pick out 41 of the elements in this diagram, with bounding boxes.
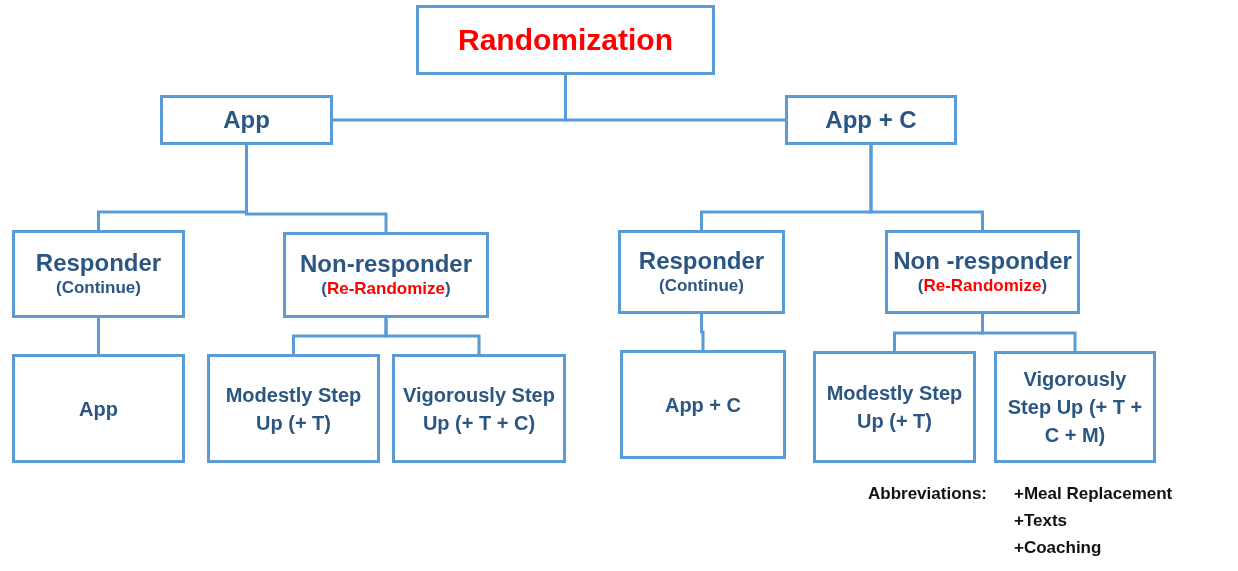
box-label: Non -responder <box>893 246 1072 276</box>
box-label: Vigorously Step Up (+ T + C) <box>402 382 556 436</box>
abbreviation-text: +Meal Replacement <box>1014 484 1173 504</box>
box-label: Responder <box>35 248 162 278</box>
process-box <box>283 232 489 318</box>
box-label: App + C <box>825 105 917 135</box>
title-box <box>416 5 715 75</box>
connector-line <box>700 314 705 350</box>
process-box <box>392 354 566 463</box>
box-label: App <box>223 105 270 135</box>
process-box <box>994 351 1156 463</box>
box-label: App <box>79 396 118 422</box>
connector-line <box>245 145 388 232</box>
connector-line <box>869 145 984 230</box>
process-box <box>12 354 185 463</box>
process-box <box>12 230 185 318</box>
box-label: Non-responder <box>300 249 472 279</box>
process-box <box>618 230 785 314</box>
process-box <box>885 230 1080 314</box>
box-sublabel: (Continue) <box>659 275 744 298</box>
connector-line <box>981 314 1077 351</box>
box-label: Vigorously Step Up (+ T + C + M) <box>1006 367 1144 448</box>
connector-line <box>384 318 481 354</box>
connector-line <box>97 318 100 354</box>
process-box <box>813 351 976 463</box>
process-box <box>620 350 786 459</box>
abbreviation-text: +Coaching <box>1014 538 1102 558</box>
box-label: Responder <box>638 246 765 276</box>
box-sublabel: (Continue) <box>56 277 141 300</box>
process-box <box>785 95 957 145</box>
box-sublabel: (Re-Randomize) <box>321 278 451 301</box>
legend-heading: Abbreviations: <box>868 484 988 504</box>
process-box <box>207 354 380 463</box>
box-label: Modestly Step Up (+ T) <box>825 381 964 434</box>
box-sublabel: (Re-Randomize) <box>917 275 1048 298</box>
abbreviation-text: +Texts <box>1014 511 1068 531</box>
box-label: App + C <box>664 392 742 418</box>
box-label: Randomization <box>458 22 673 58</box>
connector-line <box>564 75 785 122</box>
process-box <box>160 95 333 145</box>
box-label: Modestly Step Up (+ T) <box>224 382 363 436</box>
